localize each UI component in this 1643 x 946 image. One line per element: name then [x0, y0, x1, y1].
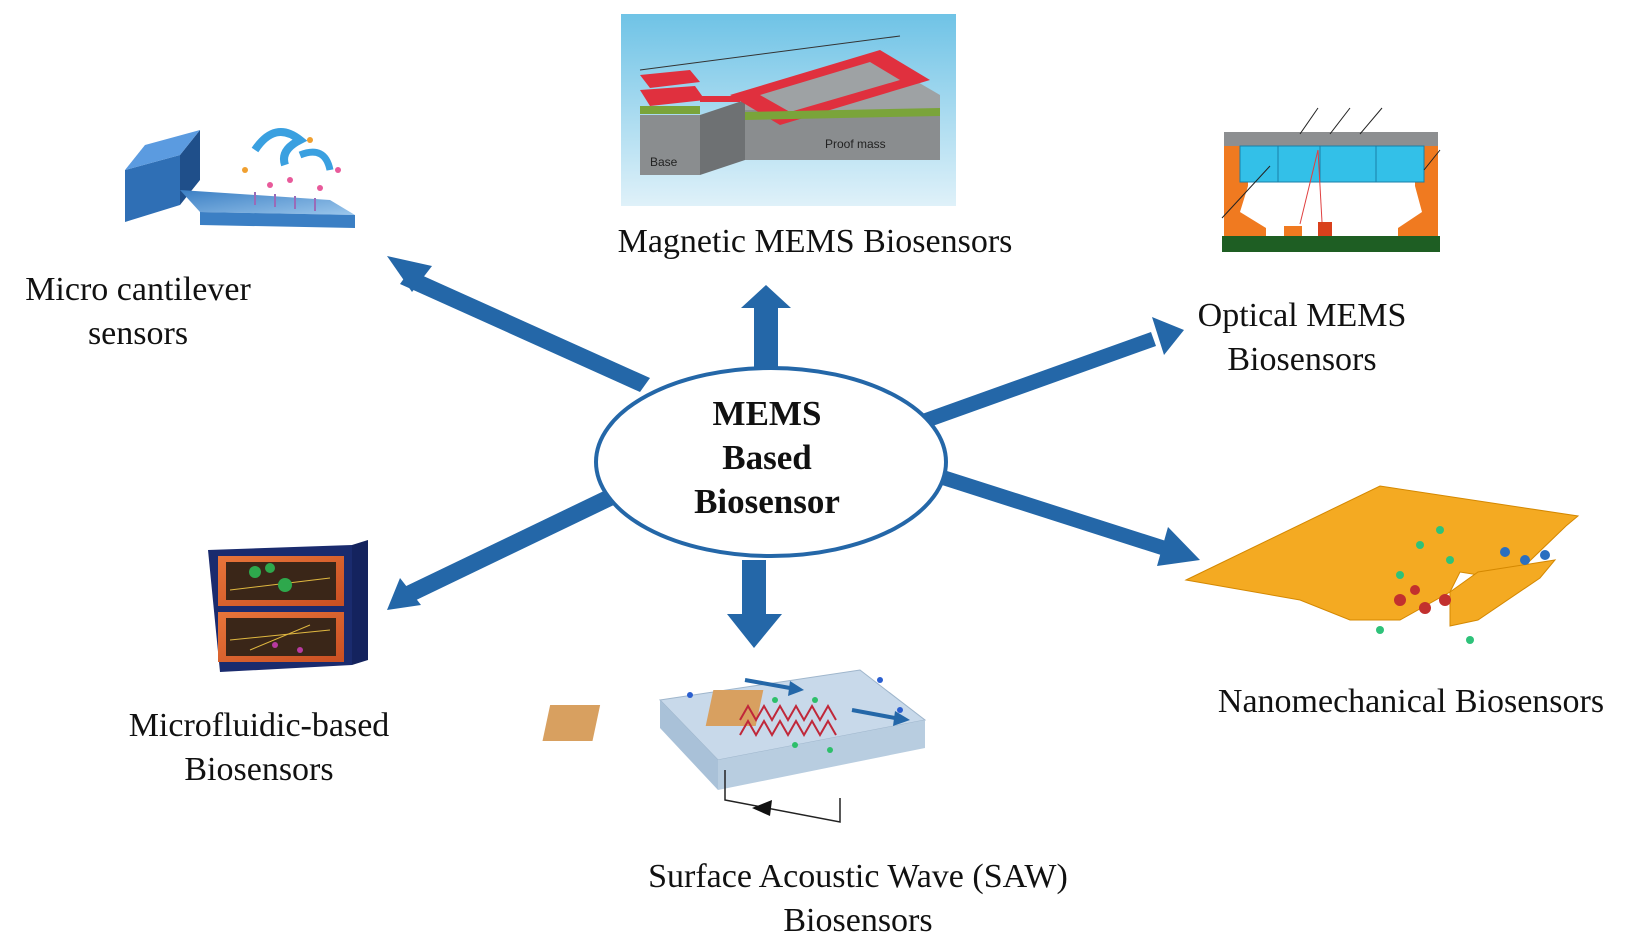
- microfluidic-label: Microfluidic-based Biosensors: [104, 704, 414, 792]
- microfluidic-label-line-1: Microfluidic-based: [128, 707, 390, 744]
- optical-label-line-2: Biosensors: [1227, 341, 1377, 378]
- nanomechanical-figure: [1184, 485, 1580, 644]
- microfluidic-figure: [208, 540, 368, 672]
- center-line-3: Biosensor: [694, 482, 840, 521]
- proof-mass-label: Proof mass: [825, 137, 886, 151]
- center-line-2: Based: [722, 438, 812, 477]
- cantilever-label-line-1: Micro cantilever: [25, 271, 251, 308]
- base-label: Base: [650, 155, 678, 169]
- saw-label: Surface Acoustic Wave (SAW) Biosensors: [618, 855, 1098, 943]
- nanomechanical-label: Nanomechanical Biosensors: [1186, 680, 1636, 724]
- cantilever-label-line-2: sensors: [87, 315, 189, 352]
- magnetic-label-line-1: Magnetic MEMS Biosensors: [617, 223, 1013, 260]
- arrow-to-nanomechanical: [942, 471, 1200, 566]
- cantilever-label: Micro cantilever sensors: [4, 268, 272, 356]
- saw-figure: [542, 669, 927, 823]
- microfluidic-label-line-2: Biosensors: [184, 751, 334, 788]
- arrow-to-cantilever: [387, 256, 650, 392]
- arrow-to-magnetic: [741, 285, 791, 374]
- arrow-to-microfluidic: [387, 489, 618, 610]
- optical-label: Optical MEMS Biosensors: [1172, 294, 1432, 382]
- magnetic-label: Magnetic MEMS Biosensors: [585, 220, 1045, 264]
- arrow-to-saw: [727, 560, 782, 648]
- nanomechanical-label-line-1: Nanomechanical Biosensors: [1217, 683, 1605, 720]
- saw-label-line-1: Surface Acoustic Wave (SAW): [648, 858, 1068, 895]
- optical-label-line-1: Optical MEMS: [1197, 297, 1407, 334]
- center-ellipse: [594, 366, 948, 558]
- cantilever-figure: [125, 128, 355, 228]
- magnetic-mems-figure: Base Proof mass: [621, 14, 956, 206]
- connection-arrows: [387, 256, 1200, 648]
- arrow-to-optical: [922, 317, 1184, 428]
- center-line-1: MEMS: [712, 394, 822, 433]
- center-node-label: MEMS Based Biosensor: [632, 392, 902, 524]
- saw-label-line-2: Biosensors: [783, 902, 933, 939]
- optical-mems-figure: [1221, 107, 1441, 252]
